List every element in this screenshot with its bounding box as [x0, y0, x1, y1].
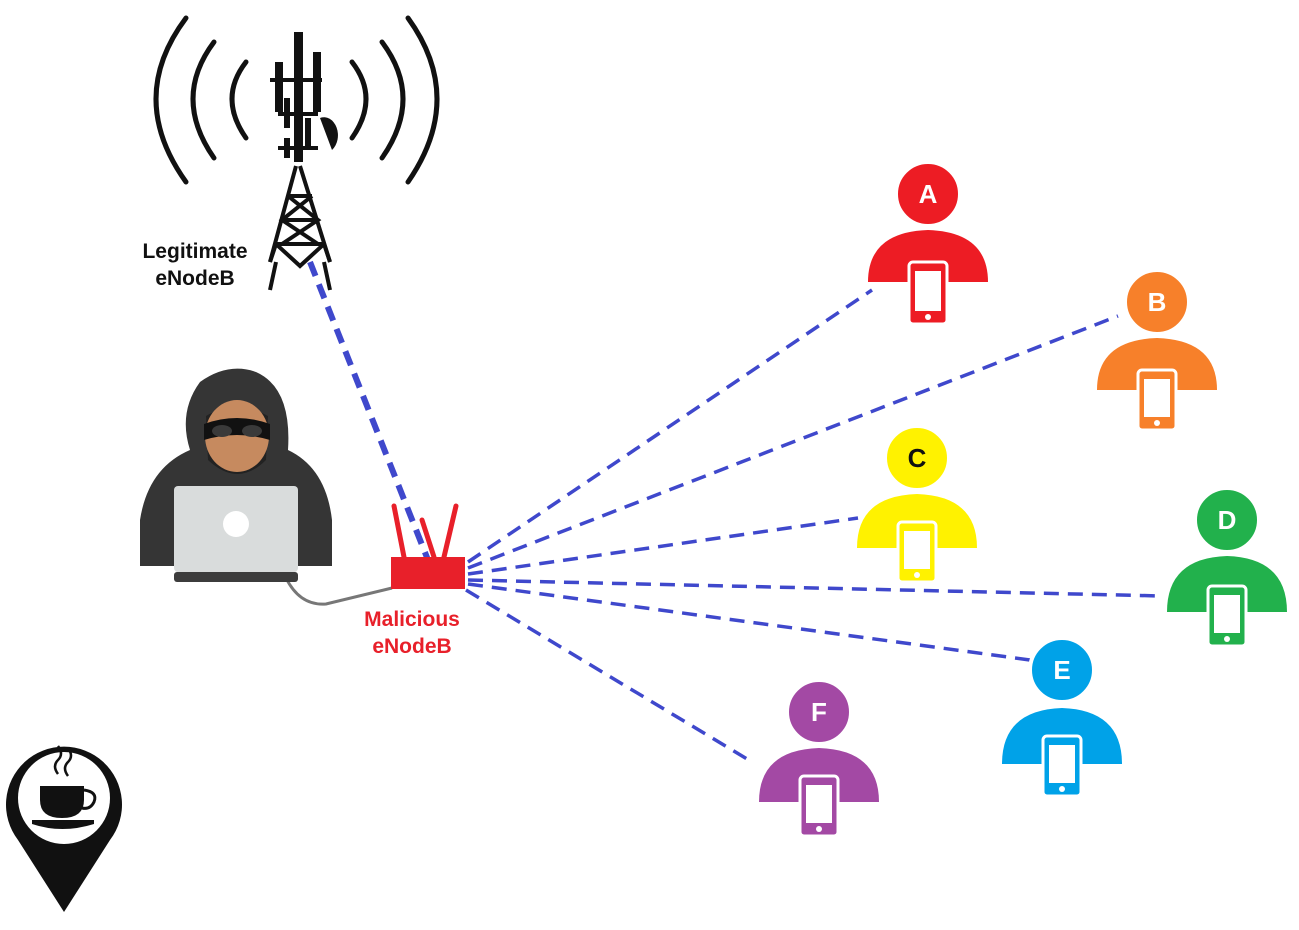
malicious-enodeb-label: Malicious eNodeB [364, 608, 460, 658]
link-to-user-c [467, 516, 859, 576]
user-icon-d: D [1167, 486, 1287, 648]
user-icon-b: B [1097, 268, 1217, 432]
router-icon [391, 503, 465, 589]
uplink-to-legitimate-enodeb [307, 260, 431, 562]
user-label-f: F [811, 697, 827, 727]
laptop-cable [284, 577, 393, 606]
user-label-b: B [1148, 287, 1167, 317]
links [307, 260, 1163, 764]
smartphone-icon [907, 260, 949, 326]
user-label-c: C [908, 443, 927, 473]
link-to-user-e [467, 582, 1031, 662]
tower-antennas [270, 32, 338, 162]
link-to-user-d [467, 578, 1163, 598]
smartphone-icon [1136, 368, 1178, 432]
user-icon-f: F [759, 678, 879, 838]
laptop-icon [174, 486, 298, 582]
user-icon-c: C [857, 424, 977, 584]
coffee-shop-location-pin-icon [5, 745, 122, 912]
signal-waves [153, 15, 440, 185]
user-label-e: E [1053, 655, 1070, 685]
user-icon-e: E [1002, 636, 1122, 798]
cell-tower-icon [153, 15, 440, 291]
link-to-user-f [465, 588, 753, 764]
smartphone-icon [1041, 734, 1083, 798]
link-to-user-b [467, 314, 1119, 570]
user-label-d: D [1218, 505, 1237, 535]
tower-lattice [268, 165, 332, 291]
hacker-face [205, 400, 269, 472]
hacker-icon [140, 368, 332, 582]
smartphone-icon [896, 520, 938, 584]
smartphone-icon [798, 774, 840, 838]
link-to-user-a [467, 288, 873, 564]
legitimate-enodeb-label: Legitimate eNodeB [142, 240, 248, 290]
user-label-a: A [919, 179, 938, 209]
user-icon-a: A [868, 160, 988, 326]
smartphone-icon [1206, 584, 1248, 648]
